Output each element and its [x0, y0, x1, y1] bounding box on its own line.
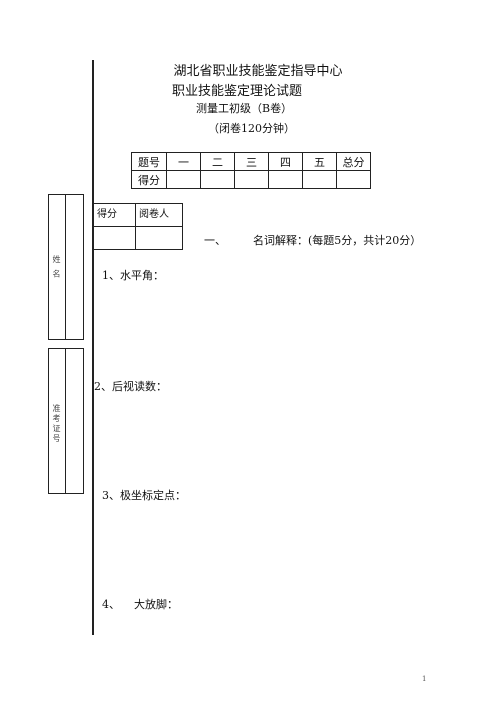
score-table-header-cell: 一 [166, 152, 201, 171]
score-cell[interactable] [166, 170, 201, 189]
score-table-header-cell: 总分 [336, 152, 371, 171]
score-table-header-cell: 题号 [131, 152, 167, 171]
exam-id-field-box: 准考证号 [48, 348, 84, 494]
name-field-divider [65, 195, 66, 339]
score-table-header-cell: 四 [268, 152, 303, 171]
grader-name-header: 阅卷人 [135, 203, 183, 227]
subject-subtitle: 测量工初级（B卷） [196, 102, 293, 115]
exam-title: 职业技能鉴定理论试题 [172, 84, 303, 99]
score-cell[interactable] [302, 170, 337, 189]
section-title: 名词解释：(每题5分，共计20分） [253, 234, 422, 247]
grader-name-cell[interactable] [135, 226, 183, 250]
section-heading: 一、 名词解释：(每题5分，共计20分） [204, 232, 421, 248]
format-subtitle: （闭卷120分钟） [208, 122, 295, 135]
section-number: 一、 [204, 234, 226, 247]
score-table-header-cell: 五 [302, 152, 337, 171]
page-number: 1 [422, 675, 427, 683]
grader-score-cell[interactable] [93, 226, 136, 250]
score-table-header-row: 题号 一 二 三 四 五 总分 [131, 152, 371, 171]
grader-table: 得分 阅卷人 [93, 203, 183, 250]
score-table-header-cell: 二 [200, 152, 235, 171]
score-cell[interactable] [200, 170, 235, 189]
score-table-score-row: 得分 [131, 170, 371, 189]
score-table: 题号 一 二 三 四 五 总分 得分 [131, 152, 371, 189]
grader-table-body-row [93, 226, 183, 250]
exam-id-field-divider [65, 349, 66, 493]
grader-score-header: 得分 [93, 203, 136, 227]
question-3: 3、极坐标定点： [102, 489, 186, 502]
score-table-header-cell: 三 [234, 152, 269, 171]
org-title: 湖北省职业技能鉴定指导中心 [173, 64, 343, 79]
name-field-label: 姓 名 [52, 255, 61, 280]
score-row-label: 得分 [131, 170, 167, 189]
question-2: 2、后视读数： [94, 380, 167, 393]
score-cell[interactable] [336, 170, 371, 189]
question-4: 4、 大放脚： [102, 598, 178, 611]
score-cell[interactable] [268, 170, 303, 189]
grader-table-header-row: 得分 阅卷人 [93, 203, 183, 227]
score-cell[interactable] [234, 170, 269, 189]
exam-id-field-label: 准考证号 [52, 404, 61, 444]
binding-line [92, 60, 94, 635]
question-1: 1、水平角： [102, 269, 164, 282]
name-field-box: 姓 名 [48, 194, 84, 340]
